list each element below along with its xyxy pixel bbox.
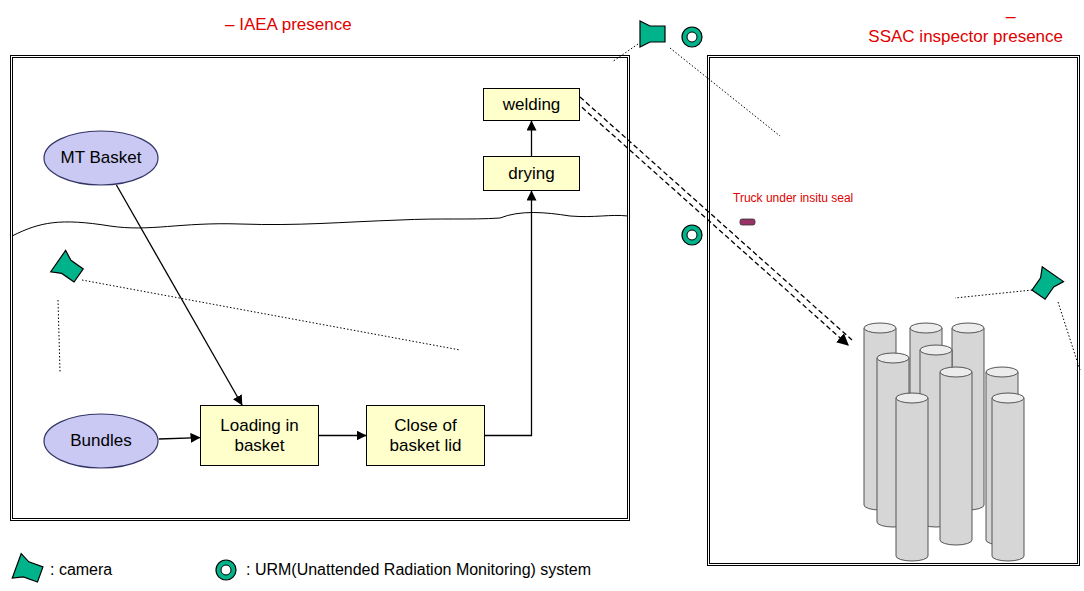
process-box: Close of basket lid [366, 405, 485, 466]
node-text: drying [508, 164, 554, 184]
source-ellipse: MT Basket [43, 130, 159, 186]
flow-arrow [116, 185, 242, 405]
seal-note: Truck under insitu seal [733, 191, 853, 205]
camera-view-lines [58, 44, 1080, 372]
node-text: welding [503, 95, 561, 115]
legend-urm-symbol [216, 560, 236, 580]
cask [992, 393, 1024, 561]
node-text: Loading in basket [201, 416, 318, 455]
transfer-route [576, 97, 852, 345]
node-text: Close of basket lid [367, 416, 484, 455]
process-box: Loading in basket [200, 405, 319, 466]
gate-camera [640, 21, 665, 47]
underscore-mark: _ [1006, 0, 1015, 20]
water-surface [12, 213, 628, 237]
legend-text: : camera [50, 561, 112, 579]
node-text: Bundles [70, 431, 131, 451]
insitu-seal [740, 219, 755, 225]
wall-urm [682, 225, 702, 245]
area-heading: SSAC inspector presence [868, 27, 1063, 47]
flow-arrow [531, 121, 532, 156]
legend-text: : URM(Unattended Radiation Monitoring) s… [246, 561, 591, 579]
legend-camera-symbol [12, 554, 44, 587]
store-camera [1028, 267, 1064, 302]
ellipse-outline [43, 413, 159, 469]
flow-arrow [319, 435, 366, 436]
ellipse-outline [43, 130, 159, 186]
iaea-area: – IAEA presenceMT BasketBundlesLoading i… [10, 55, 630, 521]
gate-urm [682, 27, 702, 47]
pool-camera [51, 250, 86, 286]
process-box: drying [483, 156, 580, 191]
cask [896, 393, 928, 561]
cask [940, 367, 972, 545]
source-ellipse: Bundles [43, 413, 159, 469]
node-text: MT Basket [61, 148, 142, 168]
cask-array [864, 323, 1024, 561]
ssac-area: SSAC inspector presence [707, 55, 1080, 566]
process-box: welding [483, 88, 580, 121]
area-heading: – IAEA presence [225, 15, 352, 35]
flow-arrow [159, 438, 200, 439]
flow-arrow [485, 191, 532, 436]
